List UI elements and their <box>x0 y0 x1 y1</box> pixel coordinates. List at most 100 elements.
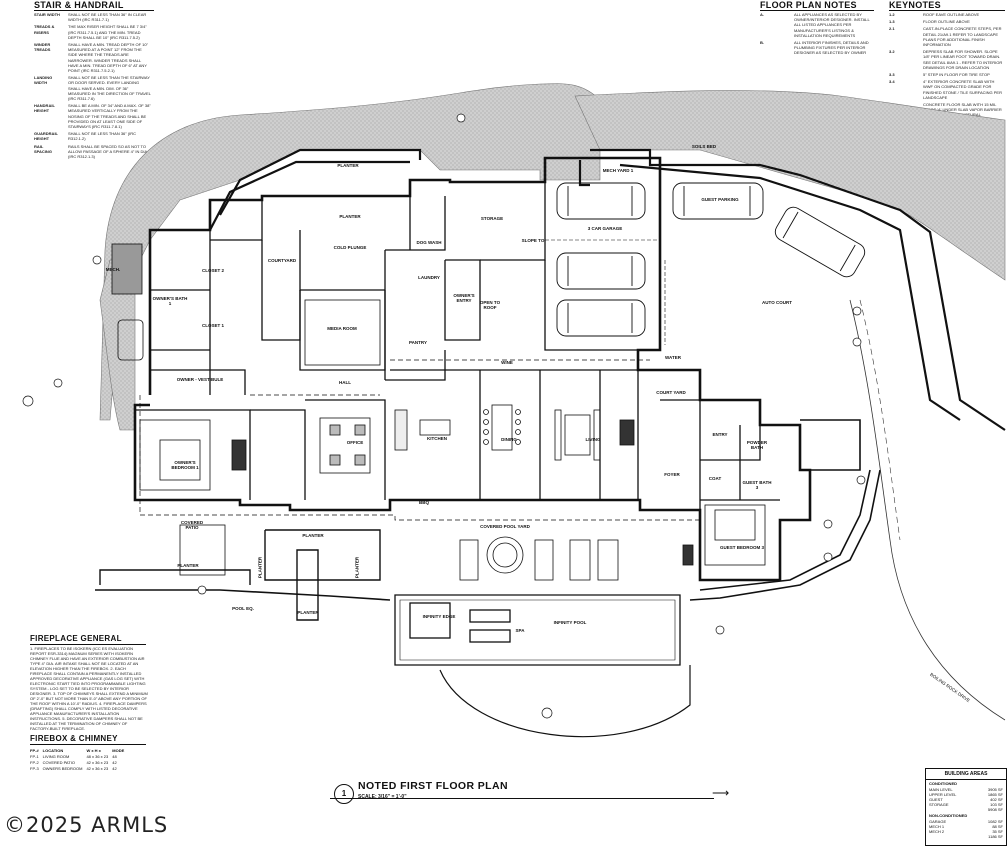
label-cold-plunge: COLD PLUNGE <box>333 245 367 250</box>
area-value: 1865 SF <box>987 792 1003 797</box>
label-closet2: CLOSET 2 <box>201 268 224 273</box>
label-planter-l: PLANTER <box>257 556 263 579</box>
note-key: 1.2 <box>889 12 895 17</box>
keynotes-title: KEYNOTES <box>889 0 941 10</box>
label-planter-top: PLANTER <box>337 163 359 168</box>
non-conditioned-label: NON-CONDITIONED <box>929 813 968 818</box>
area-row: MAIN LEVEL 3905 SF <box>926 787 1006 792</box>
area-value: 402 SF <box>990 797 1003 802</box>
note-key: RAIL SPACING <box>34 143 52 154</box>
area-label: STORAGE <box>929 802 949 807</box>
office-furniture <box>319 417 371 474</box>
firebox-title: FIREBOX & CHIMNEY <box>30 734 118 743</box>
note-text: SHALL NOT BE LESS THAN THE STAIRWAY OR D… <box>68 75 151 102</box>
label-open-roof: OPEN TO ROOF <box>479 300 501 310</box>
keynotes-rule <box>889 10 1005 11</box>
kitchen-island <box>394 409 451 451</box>
note-key: B. <box>760 40 764 46</box>
fireplace-general-title: FIREPLACE GENERAL <box>30 634 122 643</box>
note-text: 4" EXTERIOR CONCRETE SLAB WITH WWF ON CO… <box>923 79 1002 100</box>
label-planter-r: PLANTER <box>354 556 360 579</box>
label-hall: HALL <box>339 380 351 385</box>
media-room <box>304 299 381 366</box>
property-line <box>859 299 901 541</box>
label-office: OFFICE <box>346 440 364 445</box>
firebox-header: MODE <box>112 748 125 753</box>
label-planter-b3: PLANTER <box>297 610 319 615</box>
note-key: LANDING WIDTH <box>34 75 53 86</box>
label-media-room: MEDIA ROOM <box>327 326 357 331</box>
firebox-cell: LIVING ROOM <box>42 754 70 759</box>
label-owners-entry: OWNER'S ENTRY <box>453 293 475 303</box>
label-garage: 3 CAR GARAGE <box>587 226 623 231</box>
note-text: FLOOR OUTLINE ABOVE <box>923 19 970 25</box>
area-label: MECH 1 <box>929 824 945 829</box>
patio-furniture <box>179 524 619 581</box>
area-label: MAIN LEVEL <box>929 787 953 792</box>
plan-title: NOTED FIRST FLOOR PLAN <box>358 780 508 792</box>
note-key: 1.3 <box>889 19 895 25</box>
firebox-cell: 42 <box>112 766 117 771</box>
note-key: 2.1 <box>889 26 895 32</box>
label-storage: STORAGE <box>480 216 504 221</box>
label-infinity-edge: INFINITY EDGE <box>422 614 456 619</box>
note-row: 1.2 ROOF EAVE OUTLINE ABOVE <box>889 12 1005 17</box>
note-key: 3.3 <box>889 72 895 78</box>
label-powder: POWDER BATH <box>746 440 768 450</box>
floor-plan-notes-list: A.ALL APPLIANCES AS SELECTED BY OWNER/IN… <box>760 12 874 58</box>
area-value: 3905 SF <box>987 787 1003 792</box>
note-row: LANDING WIDTH SHALL NOT BE LESS THAN THE … <box>34 75 152 101</box>
note-row: A.ALL APPLIANCES AS SELECTED BY OWNER/IN… <box>760 12 874 38</box>
label-pantry: PANTRY <box>409 340 427 345</box>
dining-table <box>483 404 521 451</box>
label-mech-yard: MECH YARD 1 <box>602 168 634 173</box>
label-dog-wash: DOG WASH <box>416 240 442 245</box>
fireplace-general-text: 1. FIREPLACES TO BE ISOKERN (ICC ES EVAL… <box>30 646 148 731</box>
note-text: ROOF EAVE OUTLINE ABOVE <box>923 12 980 17</box>
living-furniture <box>554 409 635 461</box>
label-closet1: CLOSET 1 <box>201 323 224 328</box>
building-exterior-walls <box>133 156 812 582</box>
label-planter-b1: PLANTER <box>302 533 324 538</box>
label-wine: WINE <box>501 360 513 365</box>
note-key: GUARDRAIL HEIGHT <box>34 131 58 142</box>
firebox-header: W x H x <box>86 748 101 753</box>
floor-notes-rule <box>760 10 874 11</box>
label-laundry: LAUNDRY <box>418 275 440 280</box>
note-key: STAIR WIDTH <box>34 12 60 17</box>
label-slope: SLOPE TO <box>521 238 545 243</box>
label-planter-b2: PLANTER <box>177 563 199 568</box>
label-covered-pool-yard: COVERED POOL YARD <box>480 524 530 529</box>
label-court-yard: COURT YARD <box>656 390 686 395</box>
note-key: WINDER TREADS <box>34 42 51 53</box>
label-mech: MECH. <box>105 267 121 272</box>
label-courtyard: COURTYARD <box>267 258 297 263</box>
plan-title-rule <box>330 798 714 799</box>
label-kitchen: KITCHEN <box>427 436 447 441</box>
label-owner-vestibule: OWNER - VESTIBULE <box>176 377 224 382</box>
firebox-cell: FP-1 <box>30 754 39 759</box>
site-walls <box>209 148 1006 431</box>
note-text: SHALL BE A MIN. OF 34" AND A MAX. OF 38"… <box>68 103 151 130</box>
label-owners-bath: OWNER'S BATH 1 <box>152 296 188 306</box>
note-text: SHALL NOT BE LESS THAN 36" (IRC R312.1.2… <box>68 131 137 142</box>
floor-plan-notes-title: FLOOR PLAN NOTES <box>760 0 857 10</box>
note-text: RAILS SHALL BE SPACED SO AS NOT TO ALLOW… <box>68 143 149 160</box>
firebox-cell: FP-2 <box>30 760 39 765</box>
note-text: ALL INTERIOR FINISHES, DETAILS AND PLUMB… <box>794 40 869 56</box>
plan-number-bubble: 1 <box>334 784 354 804</box>
label-auto-court: AUTO COURT <box>762 300 792 305</box>
note-key: A. <box>760 12 764 17</box>
